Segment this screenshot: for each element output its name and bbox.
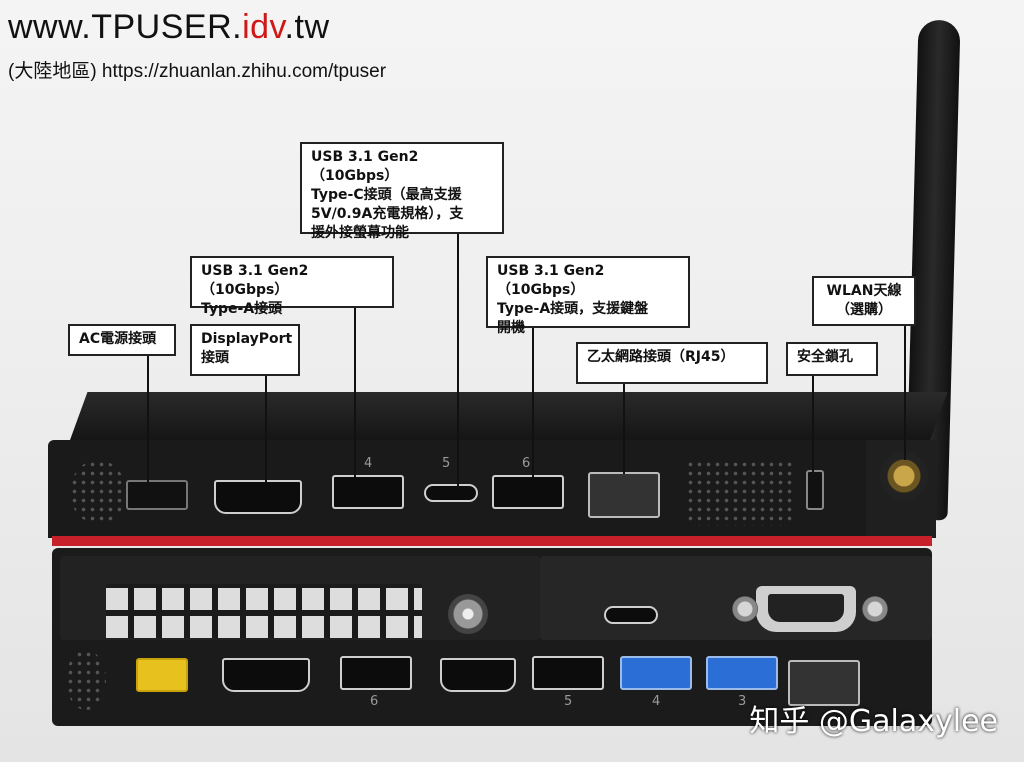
bottom-ethernet-port [788,660,860,706]
port-number-bottom-6: 6 [370,694,379,709]
callout-ethernet: 乙太網路接頭（RJ45） [576,342,768,384]
site-prefix: www.TPUSER. [8,8,243,46]
ac-power-port [126,480,188,510]
usb-a-port-4 [332,475,404,509]
port-number-bottom-3: 3 [738,694,747,709]
leader-ac-power [147,356,149,482]
bottom-usb-c-port [604,606,658,624]
red-accent-strip [52,536,932,546]
site-title: www.TPUSER.idv.tw [8,8,330,47]
displayport-port [214,480,302,514]
bottom-usb-port-4 [620,656,692,690]
site-subtitle: (大陸地區) https://zhuanlan.zhihu.com/tpuser [8,61,387,82]
bottom-grid-vent [106,584,422,638]
top-left-vent [70,460,126,524]
callout-usb-a-right: USB 3.1 Gen2（10Gbps） Type-A接頭，支援鍵盤 開機 [486,256,690,336]
callout-usb-c: USB 3.1 Gen2（10Gbps） Type-C接頭（最高支援 5V/0.… [300,142,504,241]
port-number-top-5: 5 [442,456,451,471]
top-device-lid [70,392,948,440]
callout-displayport: DisplayPort 接頭 [190,324,300,376]
zhihu-watermark: 知乎 @Galaxylee [749,704,998,739]
callout-security-lock: 安全鎖孔 [786,342,878,376]
usb-a-port-6 [492,475,564,509]
site-highlight: idv [242,8,285,46]
bottom-usb-port-5 [532,656,604,690]
leader-ethernet [623,384,625,474]
bottom-hdmi-port [440,658,516,692]
port-number-top-6: 6 [522,456,531,471]
bottom-usb-port-6 [340,656,412,690]
leader-security-lock [812,376,814,472]
leader-wlan [904,324,906,460]
serial-screw-left [732,596,758,622]
security-lock-slot [806,470,824,510]
thumb-screw [448,594,488,634]
bottom-displayport [222,658,310,692]
leader-usb-a-left [354,306,356,478]
leader-usb-a-right [532,326,534,478]
callout-ac-power: AC電源接頭 [68,324,176,356]
callout-usb-a-left: USB 3.1 Gen2（10Gbps） Type-A接頭 [190,256,394,317]
leader-usb-c [457,234,459,486]
port-number-top-4: 4 [364,456,373,471]
site-suffix: .tw [284,8,330,46]
port-number-bottom-5: 5 [564,694,573,709]
leader-displayport [265,376,267,482]
serial-screw-right [862,596,888,622]
usb-c-port [424,484,478,502]
bottom-usb-port-3 [706,656,778,690]
callout-wlan: WLAN天線 （選購） [812,276,916,326]
serial-port [756,586,856,632]
ethernet-port [588,472,660,518]
port-number-bottom-4: 4 [652,694,661,709]
bottom-power-port [136,658,188,692]
bottom-left-vent [66,650,106,710]
antenna-connector [880,452,928,500]
top-right-vent [686,460,794,526]
